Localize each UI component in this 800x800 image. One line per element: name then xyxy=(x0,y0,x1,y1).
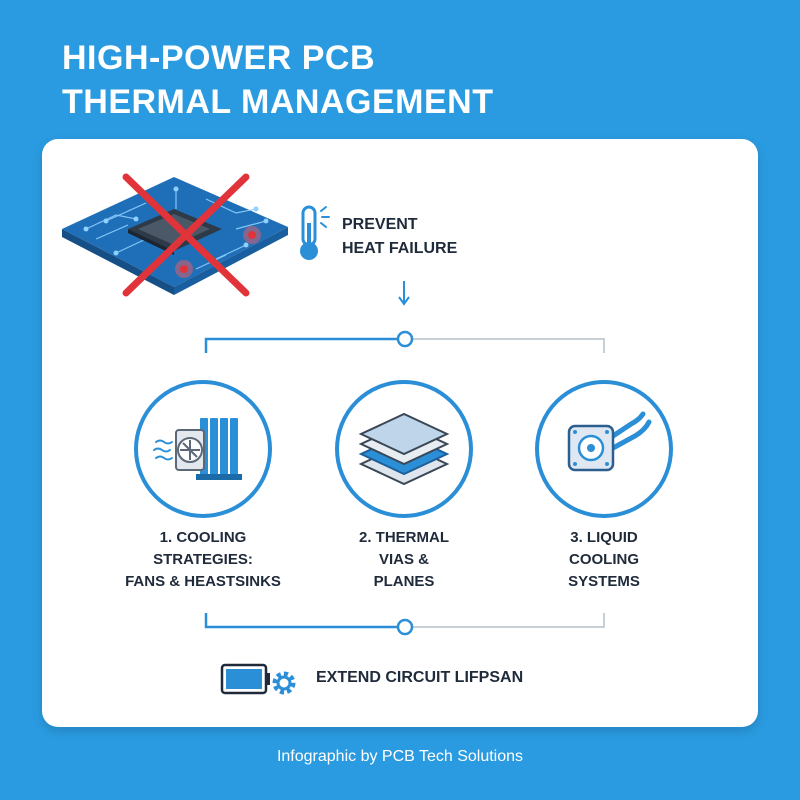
arrow-down-icon xyxy=(398,281,410,306)
top-connector-line xyxy=(204,330,605,353)
prevent-heat-failure-label: PREVENT HEAT FAILURE xyxy=(342,216,458,257)
step-2-label: 2. THERMAL VIAS & PLANES xyxy=(359,529,449,590)
liquid-cooling-block-icon xyxy=(567,411,652,472)
thermometer-icon xyxy=(300,205,330,260)
battery-gear-icon xyxy=(220,663,296,695)
step-1-label: 1. COOLING STRATEGIES: FANS & HEASTSINKS xyxy=(125,529,281,590)
heatsink-fan-icon xyxy=(153,418,242,480)
infographic-card: PREVENT HEAT FAILURE xyxy=(42,139,758,727)
bottom-connector-line xyxy=(204,613,605,636)
step-3-circle xyxy=(535,380,673,518)
page-title: HIGH-POWER PCB THERMAL MANAGEMENT xyxy=(62,36,493,124)
step-3-label: 3. LIQUID COOLING SYSTEMS xyxy=(568,529,640,590)
extend-lifespan-label: EXTEND CIRCUIT LIFPSAN xyxy=(316,669,524,686)
thermal-layers-icon xyxy=(358,412,450,486)
title-line-1: HIGH-POWER PCB xyxy=(62,39,375,77)
title-line-2: THERMAL MANAGEMENT xyxy=(62,83,494,121)
pcb-chip-crossed-icon xyxy=(62,173,288,297)
step-2-circle xyxy=(335,380,473,518)
step-1-circle xyxy=(134,380,272,518)
footer-credit: Infographic by PCB Tech Solutions xyxy=(276,748,524,765)
